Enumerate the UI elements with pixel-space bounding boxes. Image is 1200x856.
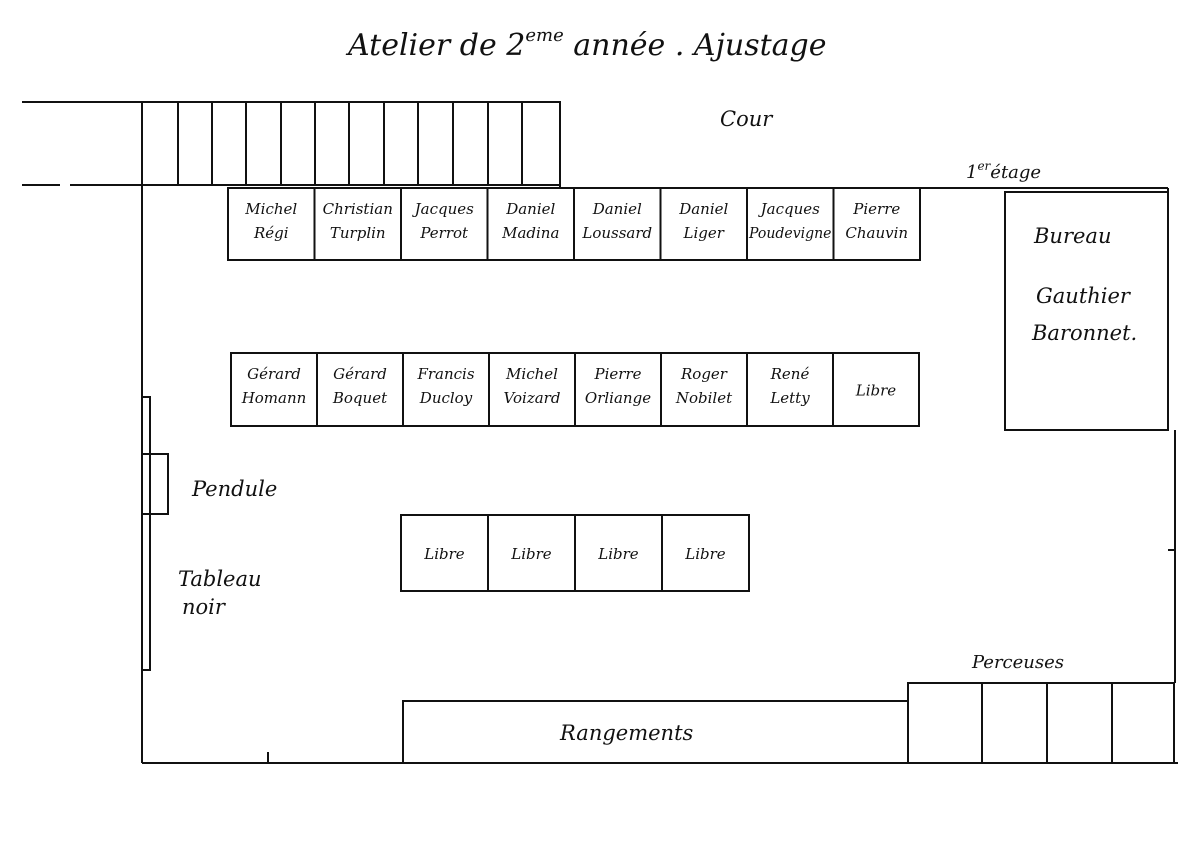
bench-first-name: Daniel [678,200,728,218]
bench-first-name: Roger [680,365,728,383]
drill-presses-label: Perceuses [971,652,1064,673]
bench-last-name: Voizard [504,389,561,407]
bench-first-name: René [770,365,810,383]
courtyard-label: Cour [720,107,774,131]
bench-last-name: Liger [683,224,725,242]
bench-label: Libre [423,545,465,563]
bench-first-name: Gérard [247,365,301,383]
bench-last-name: Turplin [330,224,386,242]
bench-last-name: Homann [241,389,307,407]
clock-label: Pendule [191,477,277,501]
bench-last-name: Régi [253,224,289,242]
bench-first-name: Pierre [852,200,900,218]
plan-title: Atelier de 2eme année . Ajustage [345,25,827,63]
bench-last-name: Orliange [585,389,651,407]
office-name-2: Baronnet. [1031,321,1137,345]
blackboard [141,396,151,671]
bench-row-3: Libre Libre Libre Libre [400,514,750,592]
blackboard-label-line2: noir [182,595,227,619]
storage-label: Rangements [559,721,694,745]
bench-first-name: Michel [244,200,297,218]
clock [141,453,169,515]
bench-first-name: Daniel [505,200,555,218]
bench-first-name: Francis [416,365,474,383]
office-name-1: Gauthier [1036,284,1132,308]
bench-label: Libre [597,545,639,563]
bench-first-name: Pierre [594,365,642,383]
drill-presses [907,682,1175,764]
floor-label: 1erétage [966,159,1041,183]
bench-label: Libre [684,545,726,563]
office-label: Bureau [1033,224,1111,248]
office-room: Bureau Gauthier Baronnet. [1004,191,1169,431]
storage-area [402,700,909,764]
bench-first-name: Jacques [758,200,820,218]
bench-last-name: Perrot [419,224,469,242]
bench [832,187,921,261]
bench-first-name: Jacques [412,200,474,218]
bench-last-name: Loussard [581,224,652,242]
bench-first-name: Daniel [592,200,642,218]
bench [832,352,920,427]
bench-first-name: Michel [505,365,558,383]
bench-first-name: Christian [323,200,393,218]
bench-last-name: Nobilet [675,389,733,407]
blackboard-label-line1: Tableau [178,567,262,591]
window-bays [141,101,561,186]
bench-label: Libre [855,382,897,400]
bench-last-name: Poudevigne [748,224,832,242]
bench-label: Libre [510,545,552,563]
bench-last-name: Letty [769,389,810,407]
room-walls [141,185,1178,764]
bench-first-name: Gérard [333,365,387,383]
bench-last-name: Madina [501,224,559,242]
bench [661,514,750,592]
bench-last-name: Chauvin [845,224,908,242]
bench-last-name: Boquet [332,389,388,407]
bench-last-name: Ducloy [419,389,473,407]
